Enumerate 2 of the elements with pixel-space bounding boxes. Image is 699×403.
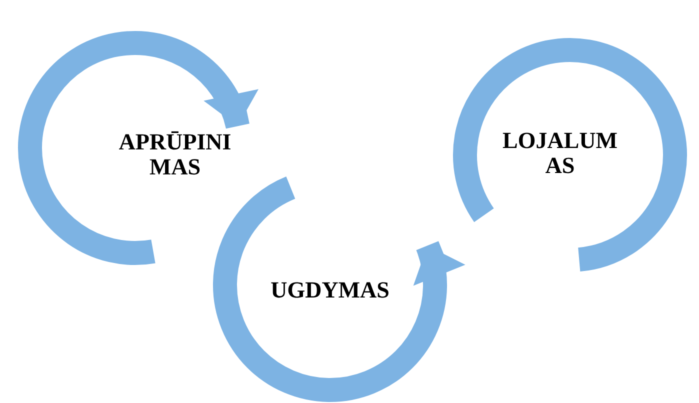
node-label: APRŪPINI MAS: [119, 131, 230, 175]
node-label: UGDYMAS: [271, 282, 388, 298]
